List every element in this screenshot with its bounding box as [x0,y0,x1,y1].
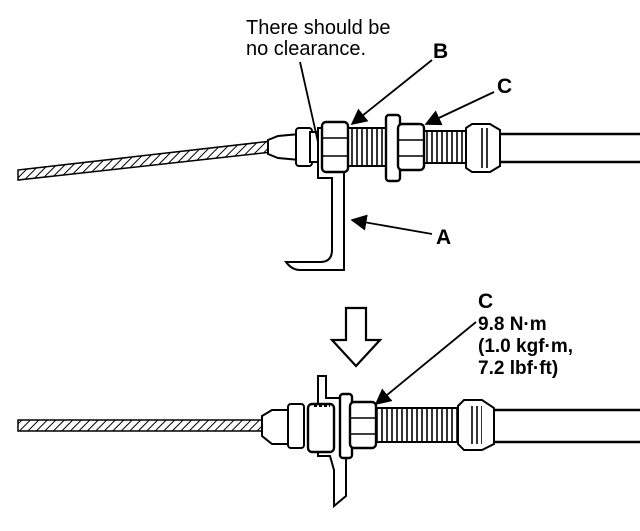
label-b: B [433,40,448,63]
leader-c-top [424,91,495,126]
bottom-threaded-sleeve [375,407,459,443]
bottom-inner-cable [17,419,265,432]
bottom-cable-end [261,409,291,445]
clearance-note-line1: There should be [246,17,391,39]
nut-c-bottom [348,400,378,450]
torque-lbfft: 7.2 lbf·ft) [478,358,558,379]
bottom-inner-nut [306,402,336,454]
label-c-top: C [497,75,512,98]
leader-b [350,59,433,126]
label-c-bottom: C [478,290,493,313]
label-a: A [436,226,451,249]
down-arrow [329,306,383,368]
torque-nm: 9.8 N·m [478,314,547,335]
top-inner-cable [17,140,273,181]
clearance-leader [299,61,319,143]
clearance-note-line2: no clearance. [246,38,366,60]
nut-b [320,120,350,174]
bottom-assembly [17,375,640,509]
nut-c-top [396,122,426,172]
top-assembly [17,113,640,271]
leader-a [350,214,433,235]
leader-c-bottom [374,321,477,406]
torque-kgfm: (1.0 kgf·m, [478,336,573,357]
top-threaded-sleeve [347,127,391,167]
